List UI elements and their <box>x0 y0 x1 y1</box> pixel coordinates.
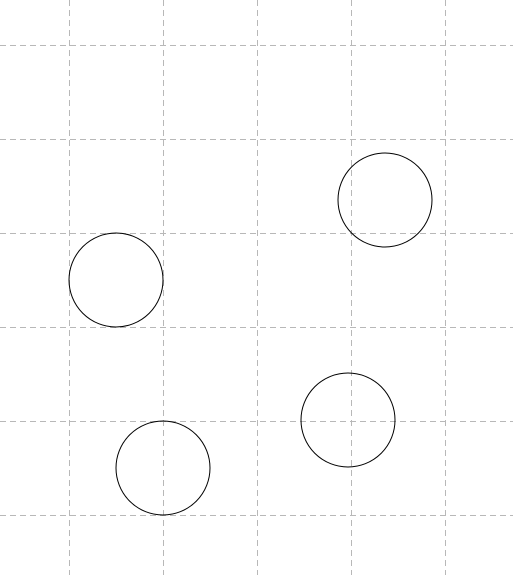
circle <box>337 152 433 248</box>
circle <box>68 232 164 328</box>
circle <box>115 420 211 516</box>
circles <box>68 152 433 516</box>
circle <box>300 372 396 468</box>
